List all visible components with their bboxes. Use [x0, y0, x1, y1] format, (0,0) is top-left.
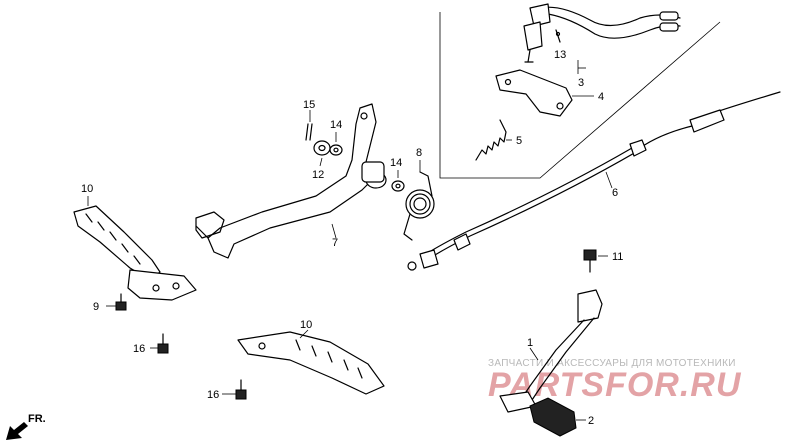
- part-cotter-pin: [305, 123, 313, 141]
- callouts: 13 3 4 5 6 7 8 9 10 10 11 12 14 14 15 16…: [81, 49, 623, 427]
- part-bracket: [495, 69, 573, 117]
- part-rubber: [529, 397, 577, 437]
- callout-14-right: 14: [390, 157, 402, 169]
- direction-indicator: FR.: [6, 413, 46, 440]
- callout-10-bottom: 10: [300, 319, 312, 331]
- callout-13: 13: [554, 49, 566, 61]
- callout-16-bottom: 16: [207, 389, 219, 401]
- callout-10-left: 10: [81, 183, 93, 195]
- part-brake-switch: [523, 3, 681, 63]
- part-bolt-11: [583, 249, 597, 273]
- callout-14-upper: 14: [330, 119, 342, 131]
- watermark-subtitle: ЗАПЧАСТИ И АКСЕССУАРЫ ДЛЯ МОТОТЕХНИКИ: [488, 358, 736, 369]
- part-brake-pedal: [195, 103, 387, 259]
- callout-1: 1: [527, 337, 533, 349]
- callout-5: 5: [516, 135, 522, 147]
- inset-box: [439, 12, 721, 179]
- callout-8: 8: [416, 147, 422, 159]
- callout-16-left: 16: [133, 343, 145, 355]
- callout-3: 3: [578, 77, 584, 89]
- part-bolt-16a: [157, 333, 169, 354]
- callout-4: 4: [598, 91, 604, 103]
- part-bolt-16b: [235, 379, 247, 400]
- callout-11: 11: [612, 251, 623, 263]
- part-small-spring: [475, 119, 512, 161]
- callout-2: 2: [588, 415, 594, 427]
- arrow-icon: [6, 422, 28, 440]
- callout-15: 15: [303, 99, 315, 111]
- callout-6: 6: [612, 187, 618, 199]
- part-lever: [499, 289, 603, 413]
- part-return-spring: [403, 171, 435, 241]
- part-bolt-9: [115, 293, 127, 311]
- part-washer-14b: [391, 180, 405, 192]
- part-brake-cable: [407, 91, 781, 271]
- part-footrest-left: [73, 205, 197, 301]
- callout-7: 7: [332, 237, 338, 249]
- direction-label: FR.: [28, 413, 46, 425]
- part-washer-12: [313, 140, 331, 156]
- callout-9: 9: [93, 301, 99, 313]
- part-washer-14a: [329, 144, 343, 156]
- callout-12: 12: [312, 169, 324, 181]
- leader-lines: [87, 60, 613, 421]
- part-footrest-bottom: [237, 331, 385, 395]
